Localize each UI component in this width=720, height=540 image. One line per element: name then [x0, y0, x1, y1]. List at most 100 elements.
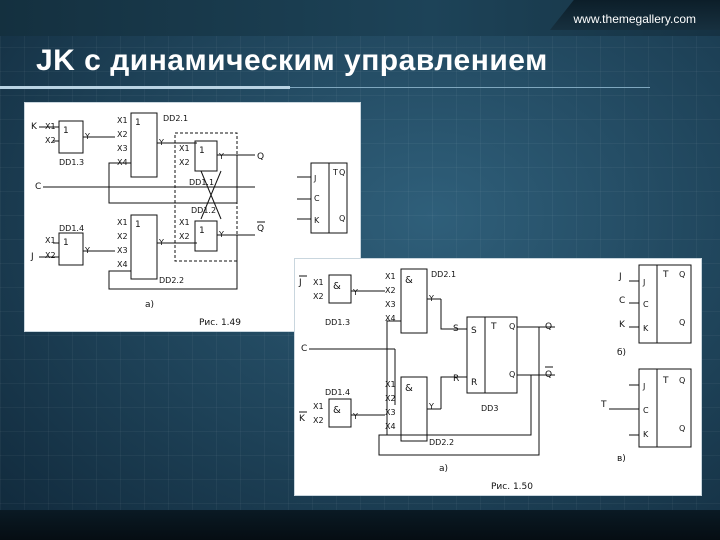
subfigure-a-label-b: а): [439, 464, 448, 474]
t-ff-v-t: T: [662, 376, 669, 386]
slide-title: JK с динамическим управлением: [36, 44, 548, 77]
gate-dd1-1-one: 1: [199, 146, 205, 156]
gate-dd2-1-b: [400, 268, 428, 334]
dd2-1b-x1: X1: [385, 272, 396, 281]
t-ff-b-c: C: [643, 300, 649, 309]
gate-dd2-2-b-amp: &: [405, 383, 413, 394]
t-flipflop-symbol-v: [638, 368, 692, 448]
label-dd2-2-b: DD2.2: [429, 438, 454, 447]
t-ff-b-j: J: [642, 278, 645, 287]
dd1-2-x1: X1: [179, 218, 190, 227]
dd3-s: S: [471, 326, 477, 336]
figure-1-50: J & Y X1 X2 DD1.3 C & Y X1 X2 DD1.4 K & …: [294, 258, 702, 496]
gate-dd2-2: [130, 214, 158, 280]
dd2-2-x1: X1: [117, 218, 128, 227]
input-x2-b: X2: [45, 251, 56, 260]
dd2-2-x3: X3: [117, 246, 128, 255]
output-q: Q: [257, 152, 264, 162]
dd2-2b-y: Y: [428, 402, 434, 411]
dd2-2-x2: X2: [117, 232, 128, 241]
gate-dd1-2-one: 1: [199, 226, 205, 236]
circuit-diagram-1-49: 1 Y X1 X2 DD1.3 K 1 Y X1 X2 DD1.4 J C 1 …: [30, 112, 348, 328]
output-qbar-b: Q: [545, 370, 552, 380]
label-dd1-2: DD1.2: [191, 206, 216, 215]
title-underline-accent: [0, 86, 290, 89]
input-c: C: [35, 182, 41, 192]
subfigure-b-label: б): [617, 348, 626, 358]
label-dd2-1-b: DD2.1: [431, 270, 456, 279]
t-ff-b-kbar: K: [619, 320, 626, 330]
input-j: J: [30, 252, 34, 262]
t-ff-a-c: C: [314, 194, 320, 203]
label-dd3: DD3: [481, 404, 498, 413]
t-ff-b-jbar: J: [618, 272, 622, 282]
gate-dd1-3-b-y: Y: [352, 288, 358, 297]
dd1-1-y: Y: [218, 152, 224, 161]
dd3-r: R: [471, 378, 477, 388]
gate-dd1-3-b-amp: &: [333, 281, 341, 292]
t-ff-a-q: Q: [339, 168, 345, 177]
subfigure-a-label: а): [145, 300, 154, 310]
dd1-3b-x2: X2: [313, 292, 324, 301]
dd2-1b-x3: X3: [385, 300, 396, 309]
t-ff-v-c: C: [643, 406, 649, 415]
circuit-diagram-1-50: J & Y X1 X2 DD1.3 C & Y X1 X2 DD1.4 K & …: [298, 264, 692, 492]
dd3-rbar-in: R: [453, 374, 459, 384]
dd2-1-x2: X2: [117, 130, 128, 139]
dd2-1b-x4: X4: [385, 314, 396, 323]
dd2-2b-x4: X4: [385, 422, 396, 431]
dd1-1-x2: X2: [179, 158, 190, 167]
dd1-4b-x1: X1: [313, 402, 324, 411]
input-k: K: [31, 122, 38, 132]
t-ff-b-q: Q: [679, 270, 685, 279]
gate-dd1-2: [194, 220, 218, 252]
input-c-b: C: [301, 344, 307, 354]
dd3-q: Q: [509, 322, 515, 331]
label-dd2-1: DD2.1: [163, 114, 188, 123]
input-jbar: J: [298, 278, 302, 288]
t-ff-b-t: T: [662, 270, 669, 280]
gate-dd2-1: [130, 112, 158, 178]
dd3-qbar: Q: [509, 370, 515, 379]
output-qbar: Q: [257, 224, 264, 234]
t-ff-b-k: K: [643, 324, 649, 333]
dd2-2b-x2: X2: [385, 394, 396, 403]
gate-dd1-4-one: 1: [63, 238, 69, 248]
gate-dd1-4-b-y: Y: [352, 412, 358, 421]
dd1-3b-x1: X1: [313, 278, 324, 287]
gate-dd2-1-b-amp: &: [405, 275, 413, 286]
t-ff-a-t: T: [332, 168, 338, 177]
gate-dd2-2-one: 1: [135, 220, 141, 230]
gate-dd1-4-b: [328, 398, 352, 428]
dd1-1-x1: X1: [179, 144, 190, 153]
input-x2-a: X2: [45, 136, 56, 145]
t-ff-a-j: J: [313, 174, 316, 183]
figure-caption-1-50: Рис. 1.50: [491, 482, 533, 492]
dd2-2-x4: X4: [117, 260, 128, 269]
t-ff-b-qbar: Q: [679, 318, 685, 327]
gate-dd1-3-b: [328, 274, 352, 304]
label-dd2-2: DD2.2: [159, 276, 184, 285]
label-dd1-3-b: DD1.3: [325, 318, 350, 327]
dd3-t: T: [490, 322, 497, 332]
t-ff-a-k: K: [314, 216, 320, 225]
figure-caption-1-49: Рис. 1.49: [199, 318, 241, 328]
label-dd1-3: DD1.3: [59, 158, 84, 167]
t-ff-v-tin: T: [600, 400, 607, 410]
dd2-1-x1: X1: [117, 116, 128, 125]
gate-dd1-1: [194, 140, 218, 172]
dd1-2-x2: X2: [179, 232, 190, 241]
t-ff-v-j: J: [642, 382, 645, 391]
title-underline: [290, 87, 650, 88]
site-url: www.themegallery.com: [573, 12, 696, 26]
gate-dd1-4-b-amp: &: [333, 405, 341, 416]
label-dd1-4-b: DD1.4: [325, 388, 350, 397]
t-ff-v-qbar: Q: [679, 424, 685, 433]
dd1-4b-x2: X2: [313, 416, 324, 425]
subfigure-v-label: в): [617, 454, 626, 464]
gate-dd1-4: [58, 232, 84, 266]
input-kbar: K: [299, 414, 306, 424]
t-flipflop-symbol-b: [638, 264, 692, 344]
dd2-2b-x1: X1: [385, 380, 396, 389]
gate-dd2-1-one: 1: [135, 118, 141, 128]
